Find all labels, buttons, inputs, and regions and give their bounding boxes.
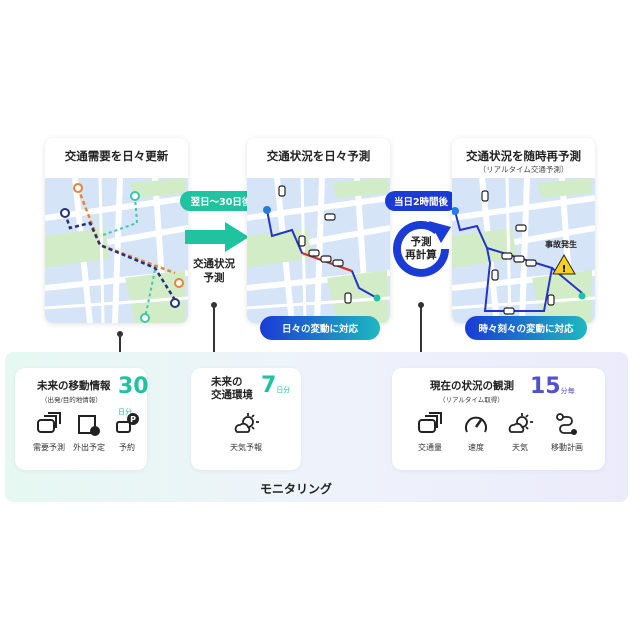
future-movement-subtitle: （出発/目的地情報） [41, 396, 102, 404]
current-title: 現在の状況の観測 [430, 380, 514, 392]
realtime-variation-badge: 時々刻々の変動に対応 [465, 316, 587, 340]
weather-icon: 天気 [500, 412, 540, 453]
stage-card-daily-prediction: 交通状況を日々予測 [247, 138, 390, 323]
speedometer-icon: 速度 [456, 412, 496, 453]
traffic-prediction-caption-2: 予測 [203, 272, 225, 284]
future-movement-title: 未来の移動情報 [37, 380, 111, 392]
stage-card-realtime: 交通状況を随時再予測 （リアルタイム交通予測） ! 事故発生 [452, 138, 595, 323]
current-unit: 分毎 [560, 387, 575, 395]
weather-forecast-label: 天気予報 [230, 443, 262, 452]
future-env-unit: 日分 [276, 386, 291, 394]
incident-label: 事故発生 [545, 240, 577, 249]
route-icon: 移動計画 [542, 412, 592, 453]
stage-card-demand: 交通需要を日々更新 [45, 138, 188, 323]
future-env-number: 7 [261, 373, 277, 398]
next-day-30-days-pill: 翌日〜30日後 [180, 191, 262, 211]
stage-title: 交通状況を日々予測 [266, 149, 371, 163]
cycle-label-2: 再計算 [405, 249, 437, 261]
future-movement-number: 30 [118, 374, 149, 399]
demand-forecast-label: 需要予測 [33, 443, 65, 452]
daily-prediction-map [247, 178, 390, 323]
right-arrow-icon [185, 222, 249, 252]
weather-icon: 天気予報 [221, 412, 271, 453]
future-movement-box: 未来の移動情報 （出発/目的地情報） 30 日分 需要予測 外出予定 P 予約 [15, 368, 149, 470]
cycle-label-1: 予測 [410, 236, 432, 248]
future-env-title-1: 未来の [211, 376, 243, 388]
demand-map [45, 178, 188, 323]
weather-label: 天気 [512, 443, 528, 452]
future-env-box: 未来の交通環境 7日分 天気予報 [191, 368, 301, 470]
outing-plan-label: 外出予定 [73, 443, 105, 452]
recalculate-cycle-icon [393, 220, 451, 277]
parking-car-icon: P 予約 [107, 412, 147, 453]
same-day-2-hours-pill: 当日2時間後 [385, 191, 457, 211]
stage-title: 交通需要を日々更新 [64, 149, 169, 163]
calendar-clock-icon: 外出予定 [69, 412, 109, 453]
traffic-prediction-caption-1: 交通状況 [193, 258, 235, 270]
current-observation-box: 現在の状況の観測 （リアルタイム取得） 15分毎 交通量 速度 天気 移動計画 [392, 368, 605, 470]
realtime-map: ! [452, 178, 595, 323]
stage-subtitle: （リアルタイム交通予測） [478, 165, 569, 174]
monitoring-label: モニタリング [260, 482, 333, 496]
future-movement-unit: 日分 [118, 408, 132, 416]
stage-title: 交通状況を随時再予測 [466, 149, 581, 163]
cars-icon: 需要予測 [29, 412, 69, 453]
speed-label: 速度 [468, 443, 484, 452]
svg-text:P: P [130, 415, 136, 424]
future-env-title-2: 交通環境 [211, 389, 253, 401]
reservation-label: 予約 [119, 443, 135, 452]
traffic-volume-label: 交通量 [418, 443, 442, 452]
svg-text:!: ! [562, 264, 567, 275]
travel-plan-label: 移動計画 [551, 443, 583, 452]
daily-variation-badge: 日々の変動に対応 [260, 316, 380, 340]
cars-icon: 交通量 [410, 412, 450, 453]
current-number: 15 [530, 374, 561, 399]
current-subtitle: （リアルタイム取得） [439, 396, 504, 404]
